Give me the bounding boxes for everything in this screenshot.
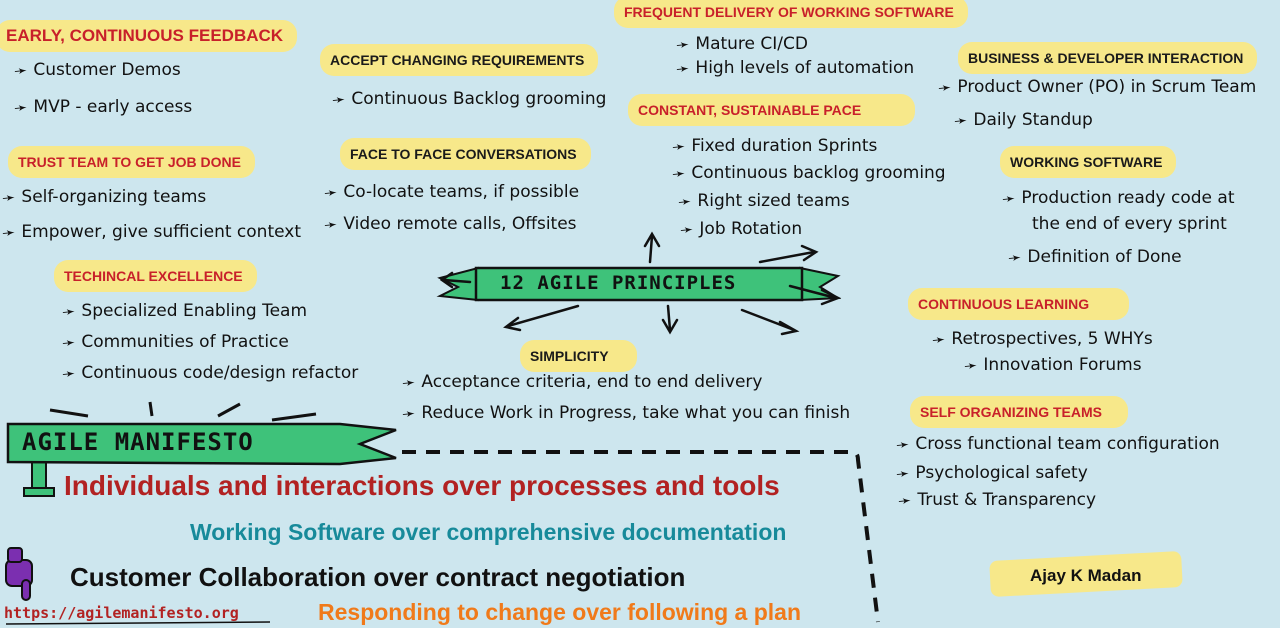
principle-heading-feedback: EARLY, CONTINUOUS FEEDBACK	[0, 20, 298, 52]
principle-item: ➛Trust & Transparency	[896, 490, 1097, 511]
center-arrows	[439, 231, 842, 336]
arrow-icon: ➛	[0, 222, 17, 243]
principle-heading-working: WORKING SOFTWARE	[1000, 146, 1177, 178]
principle-item: ➛Mature CI/CD	[674, 34, 808, 55]
manifesto-ribbon	[6, 401, 397, 497]
principle-item: ➛Fixed duration Sprints	[670, 136, 878, 157]
manifesto-link[interactable]: https://agilemanifesto.org	[4, 604, 239, 622]
principle-item: ➛MVP - early access	[12, 97, 193, 118]
principle-heading-selforg: SELF ORGANIZING TEAMS	[910, 396, 1128, 428]
arrow-icon: ➛	[330, 89, 347, 110]
arrow-icon: ➛	[60, 332, 77, 353]
principle-item: ➛High levels of automation	[674, 58, 915, 79]
arrow-icon: ➛	[1000, 188, 1017, 209]
arrow-icon: ➛	[322, 182, 339, 203]
arrow-icon: ➛	[400, 372, 417, 393]
arrow-icon: ➛	[60, 363, 77, 384]
principle-item: ➛Self-organizing teams	[0, 187, 207, 208]
dashed-connector	[402, 450, 880, 623]
principle-item: ➛Production ready code at	[1000, 188, 1235, 209]
manifesto-title: AGILE MANIFESTO	[22, 428, 254, 456]
principle-item: ➛Cross functional team configuration	[894, 434, 1220, 455]
principle-heading-business: BUSINESS & DEVELOPER INTERACTION	[958, 42, 1258, 74]
principle-heading-trust: TRUST TEAM TO GET JOB DONE	[8, 146, 255, 178]
arrow-icon: ➛	[670, 163, 687, 184]
principle-heading-pace: CONSTANT, SUSTAINABLE PACE	[628, 94, 916, 126]
principle-item: ➛Retrospectives, 5 WHYs	[930, 329, 1153, 350]
arrow-icon: ➛	[674, 34, 691, 55]
pointing-hand-icon	[5, 547, 33, 601]
arrow-icon: ➛	[676, 191, 693, 212]
arrow-icon: ➛	[400, 403, 417, 424]
principle-item: ➛Empower, give sufficient context	[0, 222, 302, 243]
principle-item: ➛Right sized teams	[676, 191, 850, 212]
center-title: 12 AGILE PRINCIPLES	[500, 272, 737, 294]
arrow-icon: ➛	[60, 301, 77, 322]
arrow-icon: ➛	[678, 219, 695, 240]
principle-item: ➛Co-locate teams, if possible	[322, 182, 580, 203]
principle-item: ➛Job Rotation	[678, 219, 803, 240]
principle-heading-technical: TECHINCAL EXCELLENCE	[54, 260, 257, 292]
arrow-icon: ➛	[894, 434, 911, 455]
principle-heading-learning: CONTINUOUS LEARNING	[908, 288, 1130, 320]
principle-item: ➛Specialized Enabling Team	[60, 301, 308, 322]
value-customer-collaboration: Customer Collaboration over contract neg…	[70, 562, 686, 592]
principle-item: ➛Innovation Forums	[962, 355, 1142, 376]
arrow-icon: ➛	[12, 60, 29, 81]
principle-item: the end of every sprint	[1032, 214, 1227, 234]
arrow-icon: ➛	[670, 136, 687, 157]
principle-heading-face: FACE TO FACE CONVERSATIONS	[340, 138, 591, 170]
principle-heading-simplicity: SIMPLICITY	[520, 340, 637, 372]
author-highlight	[989, 551, 1183, 597]
arrow-icon: ➛	[936, 77, 953, 98]
author-name: Ajay K Madan	[1030, 566, 1142, 585]
principle-item: ➛Acceptance criteria, end to end deliver…	[400, 372, 763, 393]
arrow-icon: ➛	[894, 463, 911, 484]
value-individuals: Individuals and interactions over proces…	[64, 470, 780, 501]
principle-item: ➛Continuous backlog grooming	[670, 163, 946, 184]
principle-item: ➛Reduce Work in Progress, take what you …	[400, 403, 851, 424]
arrow-icon: ➛	[930, 329, 947, 350]
principle-item: ➛Definition of Done	[1006, 247, 1182, 268]
center-ribbon	[436, 266, 842, 302]
principle-item: ➛Product Owner (PO) in Scrum Team	[936, 77, 1257, 98]
arrow-icon: ➛	[896, 490, 913, 511]
principle-item: ➛Video remote calls, Offsites	[322, 214, 577, 235]
arrow-icon: ➛	[962, 355, 979, 376]
principle-item: ➛Continuous code/design refactor	[60, 363, 359, 384]
arrow-icon: ➛	[674, 58, 691, 79]
principle-item: ➛Daily Standup	[952, 110, 1093, 131]
principle-item: ➛Customer Demos	[12, 60, 181, 81]
value-working-software: Working Software over comprehensive docu…	[190, 519, 787, 545]
principle-heading-changing: ACCEPT CHANGING REQUIREMENTS	[320, 44, 599, 76]
arrow-icon: ➛	[322, 214, 339, 235]
principle-item: ➛Continuous Backlog grooming	[330, 89, 607, 110]
principle-item: ➛Psychological safety	[894, 463, 1088, 484]
arrow-icon: ➛	[1006, 247, 1023, 268]
arrow-icon: ➛	[952, 110, 969, 131]
value-responding-to-change: Responding to change over following a pl…	[318, 599, 802, 625]
principle-heading-delivery: FREQUENT DELIVERY OF WORKING SOFTWARE	[614, 0, 968, 28]
arrow-icon: ➛	[0, 187, 17, 208]
principle-item: ➛Communities of Practice	[60, 332, 289, 353]
arrow-icon: ➛	[12, 97, 29, 118]
